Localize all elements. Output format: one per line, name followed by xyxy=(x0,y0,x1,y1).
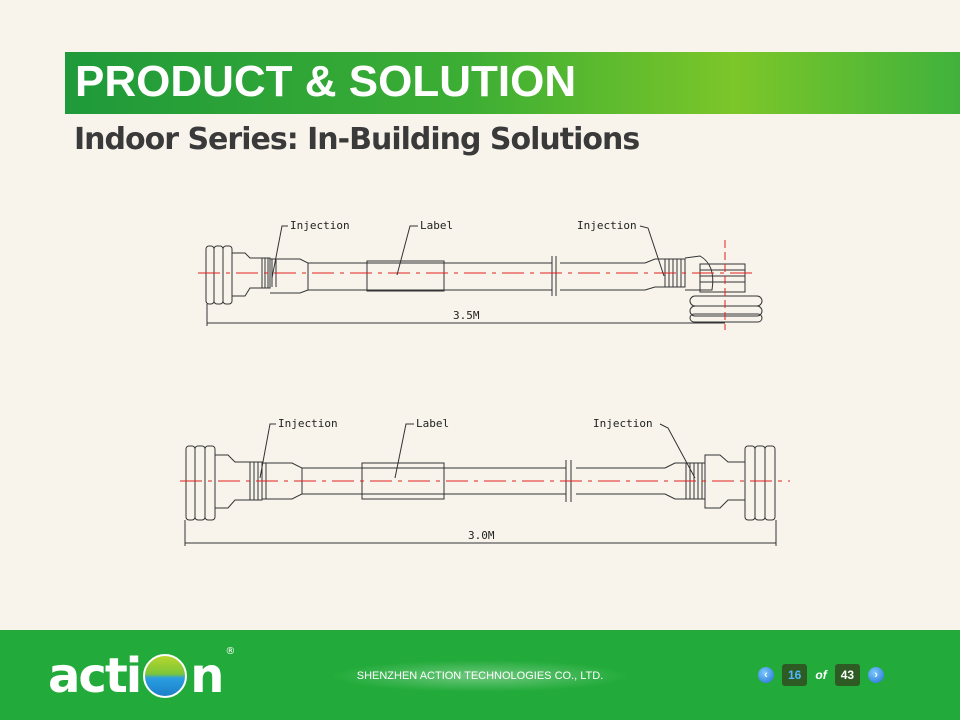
length-dimension: 3.0M xyxy=(468,529,495,542)
logo-text: n xyxy=(190,648,224,704)
injection-label-right: Injection xyxy=(593,417,653,430)
next-page-button[interactable]: › xyxy=(868,667,885,683)
label-callout: Label xyxy=(416,417,449,430)
injection-label-left: Injection xyxy=(290,219,350,232)
pagination: ‹ 16 of 43 › xyxy=(758,664,885,686)
injection-label-left: Injection xyxy=(278,417,338,430)
logo-text: acti xyxy=(48,648,142,704)
company-name: SHENZHEN ACTION TECHNOLOGIES CO., LTD. xyxy=(330,660,630,692)
registered-mark: ® xyxy=(225,646,236,657)
page-subtitle: Indoor Series: In-Building Solutions xyxy=(74,122,640,157)
page-title: PRODUCT & SOLUTION xyxy=(75,57,577,106)
current-page: 16 xyxy=(782,664,808,686)
length-dimension: 3.5M xyxy=(453,309,480,322)
logo-globe-icon xyxy=(143,654,188,698)
of-label: of xyxy=(815,668,827,682)
title-bar: PRODUCT & SOLUTION xyxy=(65,52,960,114)
label-callout: Label xyxy=(420,219,453,232)
cable-drawing-3-5m: Injection Label Injection 3.5M xyxy=(198,219,763,330)
injection-label-right: Injection xyxy=(577,219,637,232)
prev-page-button[interactable]: ‹ xyxy=(758,667,774,683)
cable-drawing-3-0m: Injection Label Injection 3.0M xyxy=(180,417,790,546)
cable-drawings: Injection Label Injection 3.5M Injection… xyxy=(180,219,790,546)
total-pages: 43 xyxy=(834,664,861,686)
